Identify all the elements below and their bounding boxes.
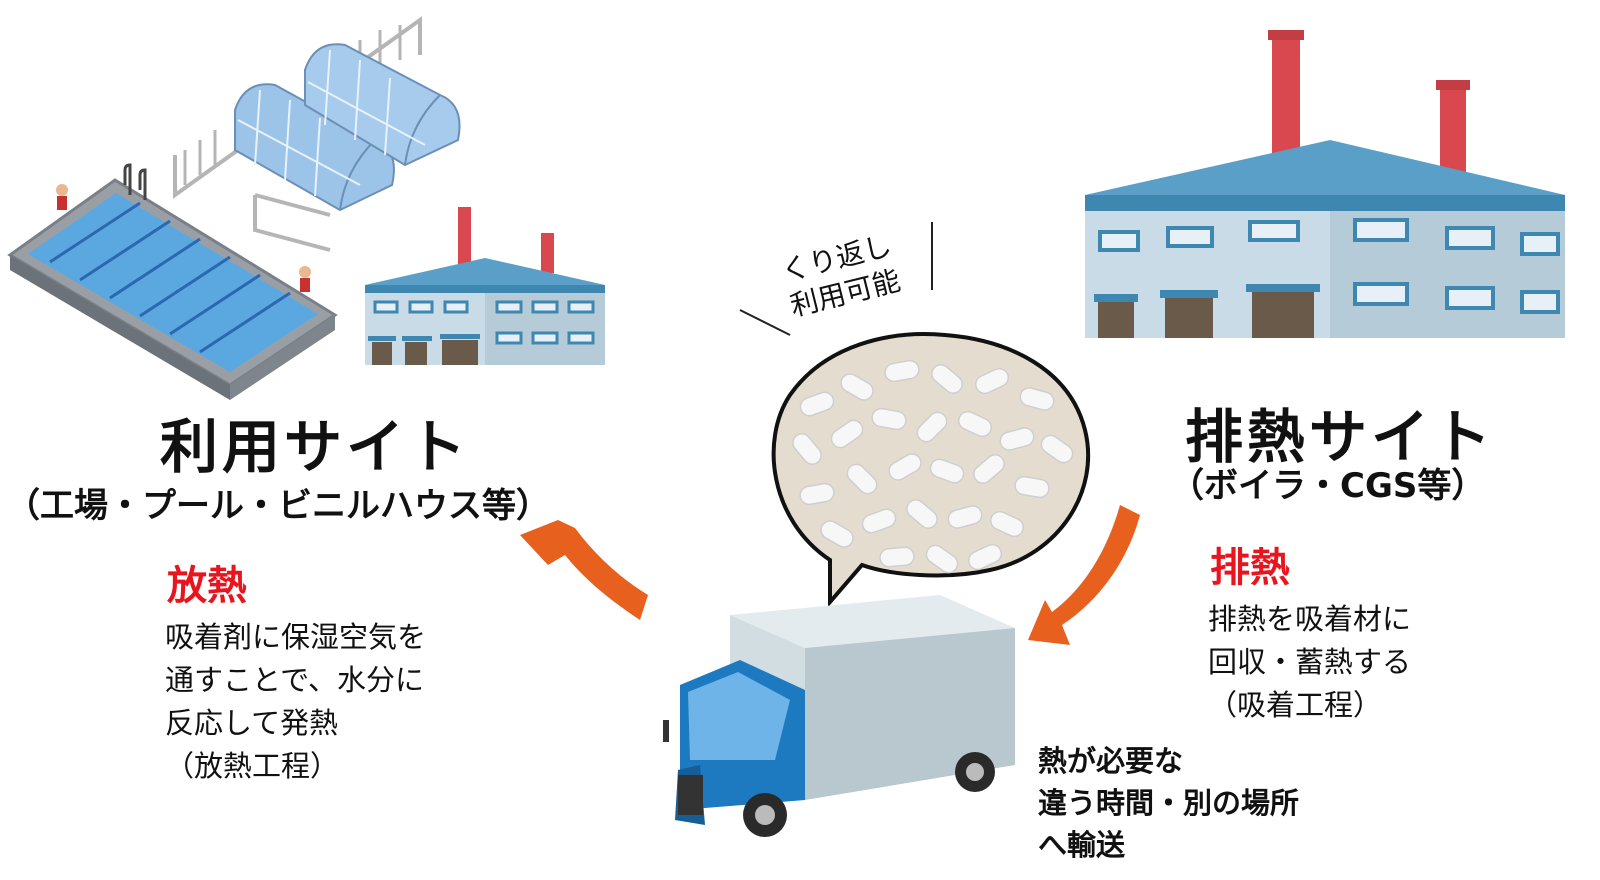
use-site-subtitle: （工場・プール・ビニルハウス等） — [6, 486, 550, 526]
desc-line: （吸着工程） — [1208, 688, 1383, 722]
transport-line: へ輸送 — [1038, 828, 1126, 862]
desc-line: 排熱を吸着材に — [1208, 602, 1412, 636]
large-factory-icon — [1085, 30, 1565, 338]
transport-line: 違う時間・別の場所 — [1038, 786, 1300, 820]
heat-release-label: 放熱 — [167, 563, 247, 609]
exhaust-site-subtitle: （ボイラ・CGS等） — [1170, 466, 1486, 506]
desc-line: 吸着剤に保湿空気を — [165, 620, 427, 654]
desc-line: 回収・蓄熱する — [1208, 645, 1412, 679]
adsorbent-pellets-bubble — [771, 332, 1091, 608]
desc-line: 通すことで、水分に — [165, 663, 424, 697]
arrow-right-icon — [1028, 505, 1140, 645]
transport-description: 熱が必要な 違う時間・別の場所 へ輸送 — [1038, 740, 1299, 866]
repeat-line-left — [739, 309, 791, 336]
arrow-left-icon — [520, 520, 648, 620]
truck-icon — [663, 595, 1015, 837]
transport-line: 熱が必要な — [1038, 744, 1184, 778]
use-site-title: 利用サイト — [160, 413, 471, 481]
pool-icon — [7, 163, 338, 400]
heat-release-description: 吸着剤に保湿空気を 通すことで、水分に 反応して発熱 （放熱工程） — [165, 616, 426, 788]
greenhouse-icon — [173, 16, 461, 252]
exhaust-heat-description: 排熱を吸着材に 回収・蓄熱する （吸着工程） — [1208, 598, 1411, 727]
exhaust-heat-label: 排熱 — [1210, 545, 1290, 591]
desc-line: （放熱工程） — [165, 749, 340, 783]
small-factory-icon — [365, 207, 605, 365]
exhaust-site-title: 排熱サイト — [1185, 403, 1496, 471]
desc-line: 反応して発熱 — [165, 706, 339, 740]
